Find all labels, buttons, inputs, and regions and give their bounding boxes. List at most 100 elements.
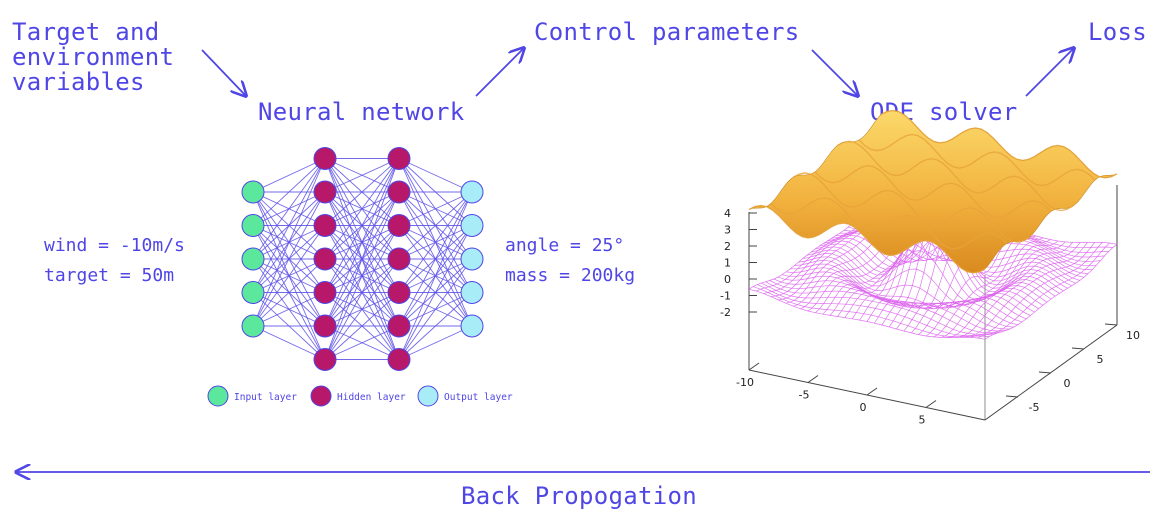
surface-ridge xyxy=(748,204,986,274)
mesh-line xyxy=(977,242,1110,339)
hidden-node xyxy=(313,314,337,338)
network-edge xyxy=(324,158,400,360)
network-edge xyxy=(324,158,400,327)
input-layer-legend-swatch xyxy=(207,385,229,407)
output-node xyxy=(460,314,484,338)
arrow-up-right-icon xyxy=(1025,48,1074,97)
input-node xyxy=(241,281,265,304)
network-edge xyxy=(252,292,326,327)
arrow-down-right-icon xyxy=(201,49,246,96)
network-edge xyxy=(324,191,400,360)
network-edge xyxy=(252,158,326,226)
mesh-line xyxy=(955,242,1088,338)
network-nodes xyxy=(241,147,484,371)
hidden-node xyxy=(313,180,337,204)
input-node xyxy=(241,180,265,204)
hidden-node xyxy=(387,214,411,237)
output-layer-legend-label: Output layer xyxy=(444,392,513,403)
x-tick-label: -5 xyxy=(799,389,810,402)
network-edge xyxy=(324,158,400,260)
network-edge xyxy=(398,158,473,193)
hidden-node xyxy=(387,281,411,304)
arrow-down-right-icon xyxy=(811,49,858,96)
network-edge xyxy=(398,292,473,360)
network-legend: Input layer Hidden layer Output layer xyxy=(207,385,513,407)
x-tick xyxy=(807,375,819,383)
output-node xyxy=(460,214,484,237)
output-node xyxy=(460,247,484,271)
hidden-node xyxy=(313,281,337,304)
mesh-line xyxy=(970,242,1103,338)
z-tick-label: 2 xyxy=(724,240,731,253)
wind-value: wind = -10m/s xyxy=(44,235,185,256)
y-tick-label: 5 xyxy=(1097,353,1104,366)
network-edge xyxy=(398,191,473,360)
network-edge xyxy=(252,258,326,327)
output-layer-legend-swatch xyxy=(417,385,439,407)
network-edge xyxy=(324,158,400,226)
z-tick-label: 3 xyxy=(724,224,731,237)
network-edge xyxy=(252,225,326,327)
input-node xyxy=(241,314,265,338)
hidden-node xyxy=(387,348,411,371)
network-edge xyxy=(324,258,400,360)
output-node xyxy=(460,180,484,204)
back-propagation-label: Back Propogation xyxy=(461,482,697,510)
surface-ridge xyxy=(858,133,1096,187)
network-edge xyxy=(398,191,473,293)
hidden-node xyxy=(313,214,337,237)
x-tick xyxy=(748,362,760,371)
network-edge xyxy=(324,225,400,360)
network-edge xyxy=(398,325,473,360)
hidden-node xyxy=(387,147,411,170)
hidden-node xyxy=(313,348,337,371)
network-edge xyxy=(324,325,400,360)
hidden-node xyxy=(387,314,411,338)
hidden-node xyxy=(387,180,411,204)
mesh-line xyxy=(918,239,1051,335)
mesh-line xyxy=(984,244,1118,340)
hidden-node xyxy=(313,147,337,170)
target-value: target = 50m xyxy=(44,265,175,286)
network-edge xyxy=(398,191,473,327)
network-edge xyxy=(252,158,326,293)
x-tick-label: 5 xyxy=(919,414,926,427)
network-edge xyxy=(324,158,400,193)
neural-network-label: Neural network xyxy=(258,98,465,126)
hidden-layer-legend-label: Hidden layer xyxy=(337,392,406,403)
input-node xyxy=(241,214,265,237)
y-tick xyxy=(1104,323,1118,326)
x-tick xyxy=(866,387,878,396)
input-layer-legend-label: Input layer xyxy=(234,392,297,403)
surface-ridge xyxy=(814,164,1052,219)
z-tick-label: 4 xyxy=(724,207,731,220)
network-edge xyxy=(252,158,326,260)
hidden-node xyxy=(387,247,411,271)
x-tick-label: 0 xyxy=(860,401,867,414)
y-tick-label: -5 xyxy=(1029,401,1040,414)
network-edge xyxy=(252,191,326,327)
z-tick-label: 1 xyxy=(724,257,731,270)
mesh-line xyxy=(962,242,1096,338)
surface-ridge xyxy=(836,140,1074,212)
x-tick xyxy=(925,400,937,408)
network-edge xyxy=(252,158,326,193)
z-tick-label: -2 xyxy=(720,306,731,319)
angle-value: angle = 25° xyxy=(505,235,625,256)
network-edge xyxy=(398,225,473,360)
network-edge xyxy=(398,258,473,360)
network-edge xyxy=(398,191,473,260)
network-edge xyxy=(324,158,400,293)
network-edges xyxy=(252,158,473,360)
surface-ridge xyxy=(770,197,1008,250)
hidden-node xyxy=(313,247,337,271)
input-node xyxy=(241,247,265,271)
surface-ridge xyxy=(792,172,1030,243)
surface-ridges xyxy=(748,109,1118,274)
hidden-layer-legend-swatch xyxy=(310,385,332,407)
loss-label: Loss xyxy=(1088,18,1147,46)
